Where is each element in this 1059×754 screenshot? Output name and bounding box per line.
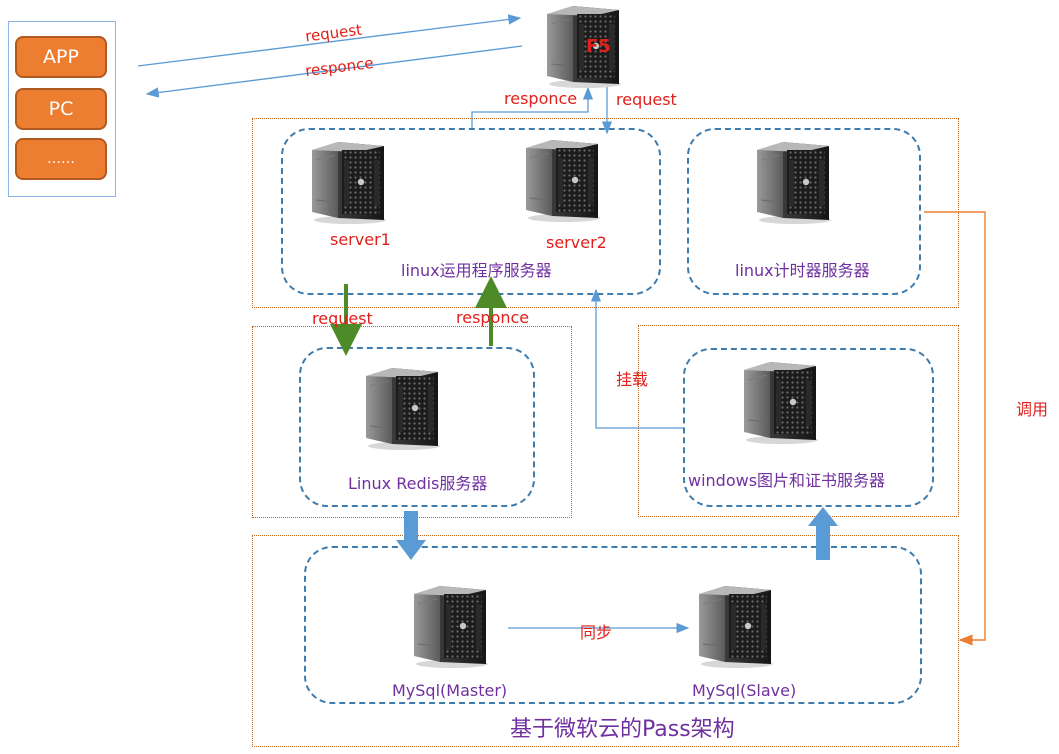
windows-server-icon xyxy=(740,358,820,446)
mount-arrow xyxy=(590,288,683,429)
mount-label: 挂载 xyxy=(616,370,649,389)
f5-request-label: request xyxy=(616,90,677,109)
timer-group-title: linux计时器服务器 xyxy=(735,261,870,280)
client-box: APP PC …… xyxy=(8,21,116,197)
linux-timer-server-group xyxy=(687,128,921,295)
server1-label: server1 xyxy=(330,230,391,249)
server2-label: server2 xyxy=(546,233,607,252)
redis-to-db-arrow xyxy=(396,511,426,560)
windows-group-title: windows图片和证书服务器 xyxy=(688,471,886,490)
mysql-slave-label: MySql(Slave) xyxy=(692,681,797,700)
server1-icon xyxy=(308,138,388,226)
redis-group-title: Linux Redis服务器 xyxy=(348,474,488,493)
server2-icon xyxy=(522,136,602,224)
app-group-title: linux运用程序服务器 xyxy=(401,261,552,280)
linux-app-server-group xyxy=(281,128,661,295)
redis-responce-label: responce xyxy=(456,308,530,327)
mysql-master-icon xyxy=(410,582,490,670)
client-request-arrow xyxy=(137,14,522,67)
db-to-windows-arrow xyxy=(808,507,838,560)
mysql-group xyxy=(304,546,922,704)
timer-server-icon xyxy=(753,138,833,226)
call-label: 调用 xyxy=(1016,400,1049,419)
f5-responce-arrow xyxy=(471,86,594,128)
redis-server-group xyxy=(299,347,535,507)
windows-server-group xyxy=(683,348,934,507)
call-arrow xyxy=(924,211,986,646)
pc-client-node[interactable]: PC xyxy=(15,88,107,130)
mysql-slave-icon xyxy=(695,582,775,670)
sync-label: 同步 xyxy=(580,623,613,642)
redis-request-label: request xyxy=(312,309,373,328)
f5-responce-label: responce xyxy=(504,89,578,108)
windows-region xyxy=(638,325,959,517)
mysql-master-label: MySql(Master) xyxy=(392,681,508,700)
paas-region xyxy=(252,535,959,747)
app-region xyxy=(252,118,959,308)
f5-server-icon xyxy=(543,2,623,90)
redis-server-icon xyxy=(362,364,442,452)
app-client-node[interactable]: APP xyxy=(15,36,107,78)
other-client-node[interactable]: …… xyxy=(15,138,107,180)
client-responce-arrow xyxy=(145,45,523,98)
f5-label: F5 xyxy=(586,36,611,57)
paas-caption: 基于微软云的Pass架构 xyxy=(510,717,735,742)
